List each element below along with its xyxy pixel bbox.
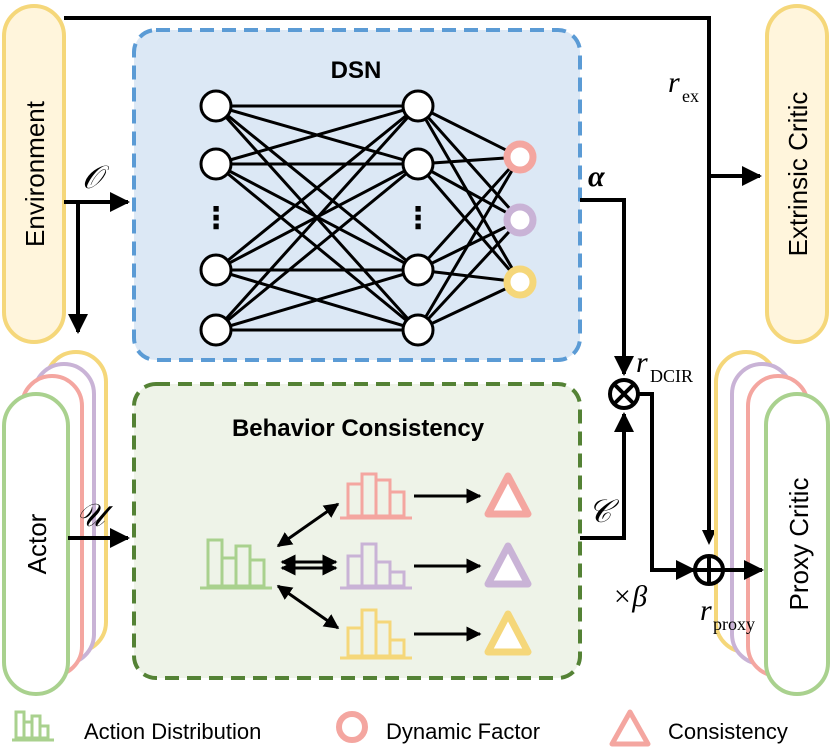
legend-consistency-icon	[609, 709, 651, 747]
behavior-consistency-title: Behavior Consistency	[232, 415, 485, 442]
actor-action-distribution	[200, 538, 272, 590]
action-distribution-pink	[340, 472, 412, 520]
r-dcir-symbol: r	[636, 346, 648, 379]
observation-arrows: 𝒪	[64, 159, 130, 334]
c-path: 𝒞	[580, 412, 634, 540]
actor-label: Actor	[22, 513, 52, 574]
actor-stack: Actor	[2, 350, 108, 696]
dsn-title: DSN	[331, 57, 382, 84]
legend-action-distribution-icon	[12, 710, 54, 742]
consistency-outputs	[484, 472, 532, 656]
observation-symbol: 𝒪	[82, 159, 110, 195]
comparison-arrows	[276, 502, 340, 630]
dsn-neurons-layer-1	[199, 89, 233, 347]
r-ex-symbol: r	[668, 66, 680, 99]
r-proxy-subscript: proxy	[713, 614, 755, 634]
consistency-arrows	[414, 488, 482, 642]
alpha-symbol: α	[588, 160, 605, 193]
dynamic-factor-outputs	[503, 140, 537, 299]
alpha-path: α	[580, 160, 634, 376]
u-symbol: 𝒰	[76, 497, 114, 533]
r-ex-subscript: ex	[682, 86, 699, 106]
multiply-node	[608, 378, 640, 410]
dsn-ellipsis-2: ⋮	[403, 202, 433, 235]
dsn-ellipsis-1: ⋮	[201, 202, 231, 235]
r-dcir-subscript: DCIR	[650, 366, 693, 386]
legend-dynamic-factor-icon	[336, 711, 368, 743]
legend: Action Distribution Dynamic Factor Consi…	[12, 709, 788, 747]
action-distribution-yellow	[340, 608, 412, 660]
behavior-consistency-block: Behavior Consistency	[132, 382, 582, 680]
environment-label: Environment	[20, 100, 50, 247]
extrinsic-critic-label: Extrinsic Critic	[783, 92, 813, 257]
proxy-critic-label: Proxy Critic	[784, 478, 814, 611]
r-dcir-label: r DCIR	[636, 346, 693, 386]
legend-action-distribution-label: Action Distribution	[84, 719, 261, 744]
beta-path: ×β	[612, 392, 696, 613]
extrinsic-critic-block: Extrinsic Critic	[765, 4, 829, 344]
u-arrow: 𝒰	[68, 497, 130, 548]
times-beta-symbol: ×β	[612, 580, 647, 613]
r-ex-label: r ex	[668, 66, 699, 106]
proxy-critic-stack: Proxy Critic	[714, 350, 830, 696]
c-symbol: 𝒞	[588, 493, 620, 529]
reward-ex-line	[64, 16, 762, 545]
action-distribution-purple	[340, 542, 412, 590]
add-node	[693, 554, 764, 586]
legend-consistency-label: Consistency	[668, 719, 788, 744]
dsn-block: DSN ⋮ ⋮	[132, 28, 582, 362]
environment-block: Environment	[2, 4, 66, 344]
r-proxy-label: r proxy	[700, 594, 755, 634]
dsn-network	[214, 104, 522, 332]
legend-dynamic-factor-label: Dynamic Factor	[386, 719, 540, 744]
r-proxy-symbol: r	[700, 594, 712, 627]
dsn-neurons-layer-2	[401, 89, 435, 347]
